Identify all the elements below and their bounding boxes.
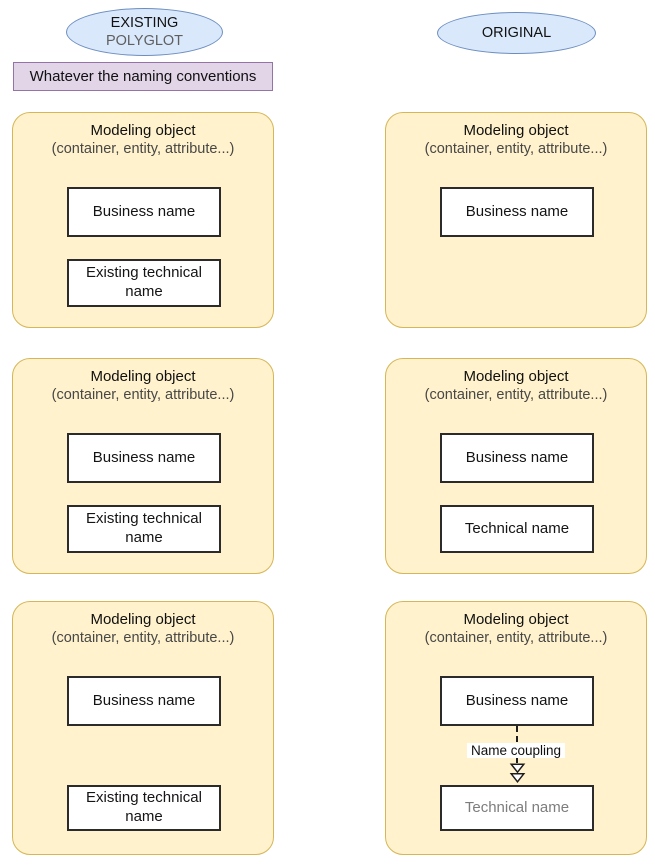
modeling-object-card-original-1: Modeling object (container, entity, attr… [385, 112, 647, 328]
card-title: Modeling object [463, 611, 569, 628]
technical-name-box: Technical name [440, 785, 594, 831]
existing-technical-name-box: Existing technical name [67, 785, 221, 831]
business-name-box: Business name [440, 433, 594, 483]
business-name-box: Business name [67, 676, 221, 726]
modeling-object-card-existing-3: Modeling object (container, entity, attr… [12, 601, 274, 855]
original-label: ORIGINAL [481, 25, 552, 41]
card-title: Modeling object [90, 611, 196, 628]
name-coupling-dashed-line [516, 726, 518, 742]
card-subtitle: (container, entity, attribute...) [51, 630, 235, 646]
card-subtitle: (container, entity, attribute...) [51, 141, 235, 157]
card-title: Modeling object [90, 368, 196, 385]
modeling-object-card-existing-1: Modeling object (container, entity, attr… [12, 112, 274, 328]
card-title: Modeling object [463, 122, 569, 139]
technical-name-box: Technical name [440, 505, 594, 553]
name-coupling-dashed-line [516, 758, 518, 763]
name-coupling-label: Name coupling [386, 743, 646, 758]
card-subtitle: (container, entity, attribute...) [424, 141, 608, 157]
existing-technical-name-box: Existing technical name [67, 259, 221, 307]
existing-label: EXISTING [110, 15, 179, 31]
polyglot-label: POLYGLOT [105, 33, 184, 49]
card-subtitle: (container, entity, attribute...) [424, 387, 608, 403]
card-subtitle: (container, entity, attribute...) [424, 630, 608, 646]
modeling-object-card-existing-2: Modeling object (container, entity, attr… [12, 358, 274, 574]
modeling-object-card-original-2: Modeling object (container, entity, attr… [385, 358, 647, 574]
business-name-box: Business name [440, 187, 594, 237]
business-name-box: Business name [440, 676, 594, 726]
card-title: Modeling object [463, 368, 569, 385]
card-subtitle: (container, entity, attribute...) [51, 387, 235, 403]
existing-polyglot-ellipse: EXISTING POLYGLOT [66, 8, 223, 56]
naming-conventions-note: Whatever the naming conventions [13, 62, 273, 91]
double-open-arrowhead-icon [509, 763, 525, 784]
modeling-object-card-original-3: Modeling object (container, entity, attr… [385, 601, 647, 855]
business-name-box: Business name [67, 187, 221, 237]
business-name-box: Business name [67, 433, 221, 483]
card-title: Modeling object [90, 122, 196, 139]
original-ellipse: ORIGINAL [437, 12, 596, 54]
existing-technical-name-box: Existing technical name [67, 505, 221, 553]
